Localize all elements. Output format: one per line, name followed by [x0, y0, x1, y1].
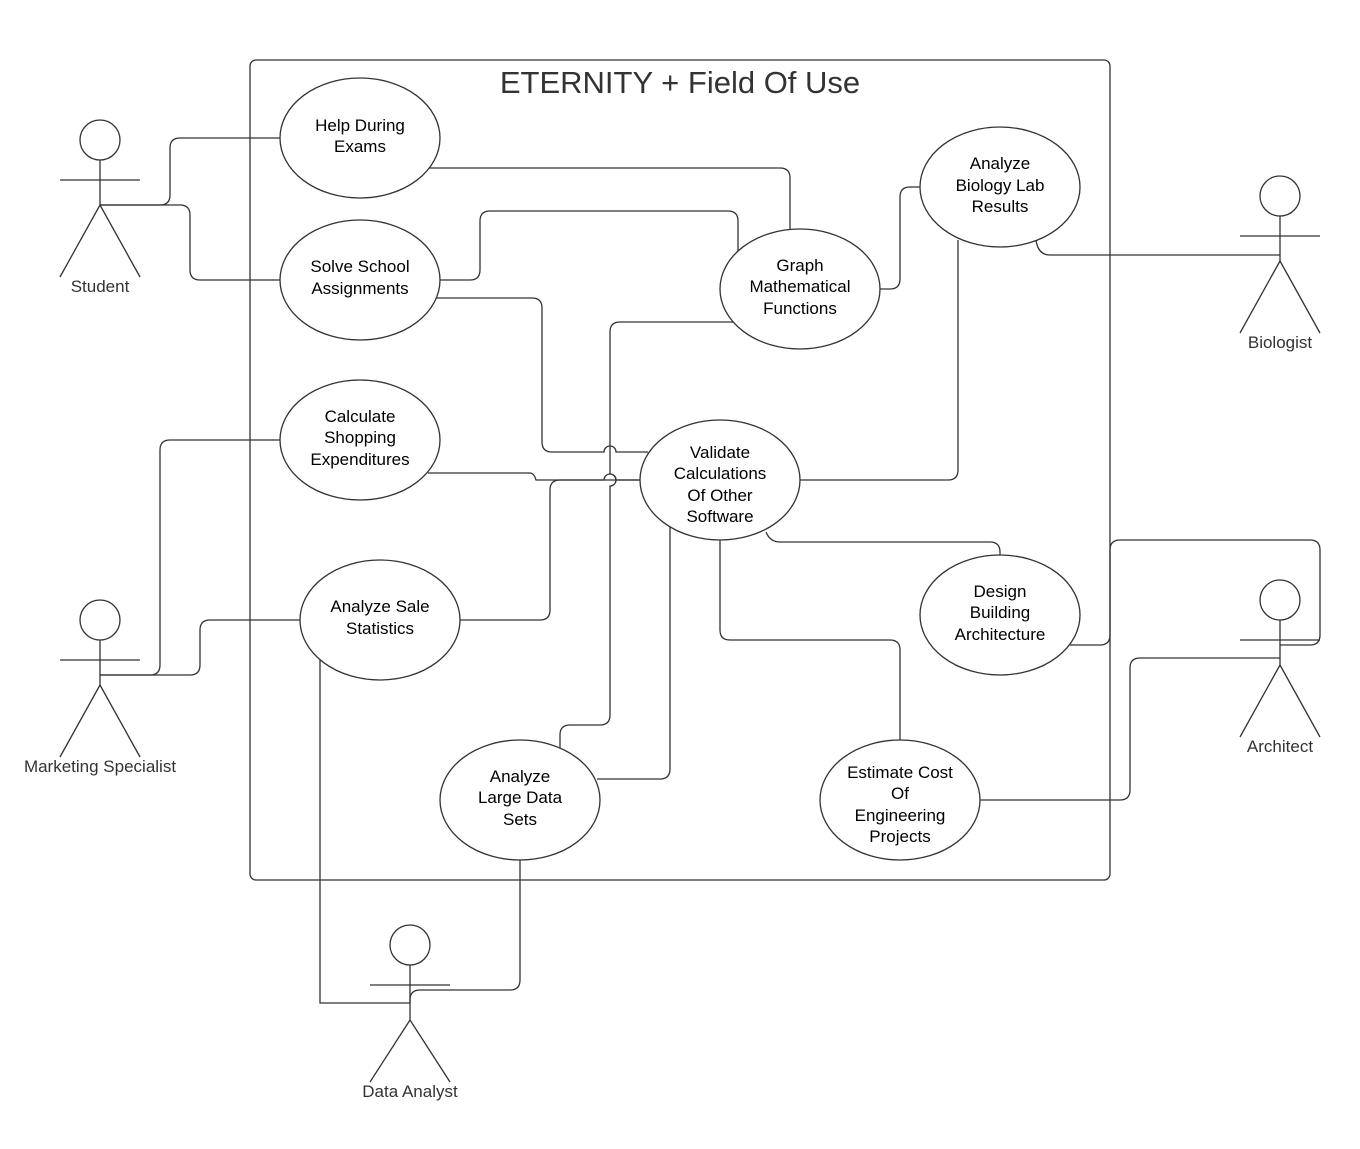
actor-biologist[interactable]: Biologist — [1239, 175, 1321, 352]
connector-shopping-validate — [428, 472, 640, 481]
connector-sale-data-analyst — [319, 660, 410, 1004]
stick-figure-icon — [1239, 579, 1321, 738]
connector-estimate-architect — [980, 657, 1280, 801]
connector-solve-school-validate — [431, 297, 648, 453]
stick-figure-icon — [59, 119, 141, 278]
actor-data-analyst[interactable]: Data Analyst — [362, 924, 458, 1101]
connector-solve-school-graph — [439, 210, 739, 281]
actor-label: Biologist — [1248, 333, 1313, 352]
connector-help-exams-graph — [428, 167, 791, 230]
stick-figure-icon — [1239, 175, 1321, 334]
stick-figure-icon — [59, 599, 141, 758]
connector-validate-design — [765, 531, 1001, 555]
actor-label: Marketing Specialist — [24, 757, 176, 776]
connector-sale-validate — [460, 473, 640, 621]
actor-label: Student — [71, 277, 130, 296]
diagram-title: ETERNITY + Field Of Use — [500, 65, 860, 100]
connector-validate-estimate — [719, 540, 901, 740]
connector-validate-large — [597, 525, 671, 780]
connector-marketing-sale — [100, 619, 300, 676]
actor-architect[interactable]: Architect — [1239, 579, 1321, 756]
actor-label: Architect — [1247, 737, 1313, 756]
actor-student[interactable]: Student — [59, 119, 141, 296]
connector-graph-bio — [879, 186, 921, 290]
connector-large-data-analyst — [409, 860, 521, 1003]
connector-validate-bio — [800, 240, 959, 481]
stick-figure-icon — [369, 924, 451, 1083]
connector-student-solve-school — [100, 204, 281, 281]
actor-label: Data Analyst — [362, 1082, 458, 1101]
connector-bio-biologist — [1035, 239, 1280, 256]
actor-marketing-specialist[interactable]: Marketing Specialist — [24, 599, 176, 776]
connector-graph-analyze-large — [559, 321, 735, 748]
